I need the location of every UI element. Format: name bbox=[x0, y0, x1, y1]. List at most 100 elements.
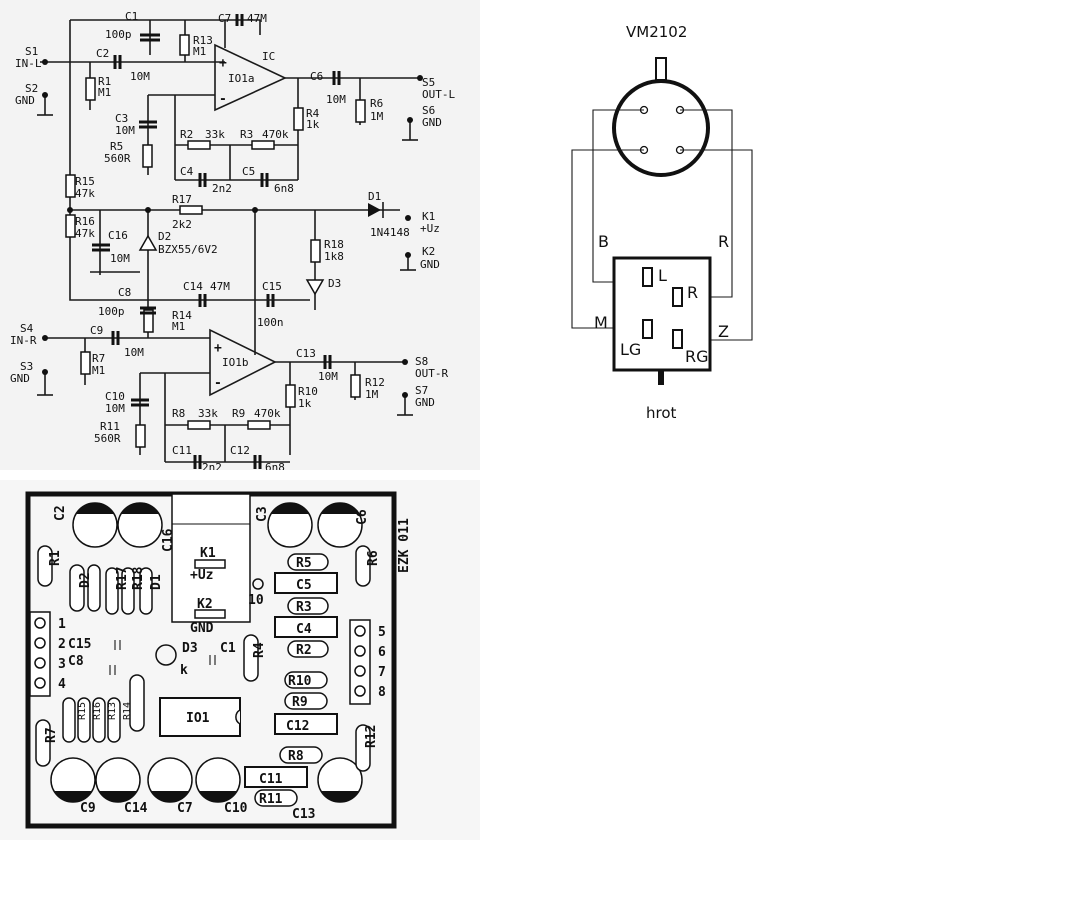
r18-resistor bbox=[310, 239, 321, 263]
c8-ref: C8 bbox=[118, 286, 131, 299]
c11-val: 2n2 bbox=[202, 461, 222, 470]
pcb-c11: C11 bbox=[259, 772, 283, 787]
r6-resistor bbox=[355, 99, 366, 123]
pcb-layout: K1 +Uz K2 GND 10 C2 C16 C3 C6 C9 C14 C7 … bbox=[0, 480, 480, 840]
k1-val: +Uz bbox=[420, 222, 440, 235]
pin-label-r: R bbox=[687, 283, 698, 302]
s7-ref: S7 bbox=[415, 384, 428, 397]
c9-val: 10M bbox=[124, 346, 144, 359]
wire-label-z: Z bbox=[718, 322, 729, 341]
pcb-left-header bbox=[29, 611, 51, 697]
pcb-drawing: K1 +Uz K2 GND 10 C2 C16 C3 C6 C9 C14 C7 … bbox=[25, 491, 412, 829]
c3-val: 10M bbox=[115, 124, 135, 137]
pcb-pin-8: 8 bbox=[378, 685, 386, 700]
pcb-r5: R5 bbox=[296, 556, 312, 571]
pcb-pin-5: 5 bbox=[378, 625, 386, 640]
pcb-k2-val: GND bbox=[190, 621, 214, 636]
c2-ref: C2 bbox=[96, 47, 109, 60]
amplifier-schematic: + - + - C1 100p C7 47M R13 M1 IC S1 IN-L… bbox=[0, 0, 480, 470]
r17-resistor bbox=[179, 205, 203, 215]
r9-val: 470k bbox=[254, 407, 281, 420]
pcb-cap-c7: C7 bbox=[177, 801, 193, 816]
r14-val: M1 bbox=[172, 320, 185, 333]
c13-val: 10M bbox=[318, 370, 338, 383]
r10-ref: R10 bbox=[298, 385, 318, 398]
pcb-c8: C8 bbox=[68, 654, 84, 669]
connector-plug-circle bbox=[612, 79, 710, 177]
pin-label-rg: RG bbox=[685, 347, 709, 366]
c6-val: 10M bbox=[326, 93, 346, 106]
r16-resistor bbox=[65, 214, 76, 238]
s1-val: IN-L bbox=[15, 57, 42, 70]
s5-ref: S5 bbox=[422, 76, 435, 89]
r5-val: 560R bbox=[104, 152, 131, 165]
connector-drawing: VM2102 B R M Z L R LG RG hrot bbox=[571, 23, 753, 422]
r9-resistor bbox=[247, 420, 271, 430]
r5-resistor bbox=[142, 144, 153, 168]
pcb-cap-c9: C9 bbox=[80, 801, 96, 816]
pcb-r12: R12 bbox=[364, 725, 379, 748]
pcb-c4: C4 bbox=[296, 622, 312, 637]
k1-ref: K1 bbox=[422, 210, 435, 223]
pcb-r14: R14 bbox=[122, 702, 133, 720]
pcb-k1-val: +Uz bbox=[190, 568, 213, 583]
connector-diagram: VM2102 B R M Z L R LG RG hrot bbox=[540, 0, 800, 440]
c15-ref: C15 bbox=[262, 280, 282, 293]
pcb-cap-c3: C3 bbox=[255, 506, 270, 522]
c13-ref: C13 bbox=[296, 347, 316, 360]
pcb-d1: D1 bbox=[149, 574, 164, 590]
r7-val: M1 bbox=[92, 364, 105, 377]
r3-resistor bbox=[251, 140, 275, 150]
c7-ref: C7 bbox=[218, 12, 231, 25]
wire-label-b: B bbox=[598, 232, 609, 251]
pcb-k-mark: k bbox=[180, 663, 188, 678]
c4-ref: C4 bbox=[180, 165, 194, 178]
pcb-pin-10: 10 bbox=[248, 593, 264, 608]
r11-ref: R11 bbox=[100, 420, 120, 433]
r15-ref: R15 bbox=[75, 175, 95, 188]
opamp-a-plus: + bbox=[219, 56, 227, 71]
s8-ref: S8 bbox=[415, 355, 428, 368]
r1-val: M1 bbox=[98, 86, 111, 99]
r1-ref: R1 bbox=[98, 75, 111, 88]
s2-val: GND bbox=[15, 94, 35, 107]
d3-ref: D3 bbox=[328, 277, 341, 290]
pcb-cap-c16: C16 bbox=[161, 528, 176, 552]
connector-pcb-box bbox=[612, 256, 712, 372]
r8-ref: R8 bbox=[172, 407, 185, 420]
io1a-label: IO1a bbox=[228, 72, 255, 85]
ic-type: IC bbox=[262, 50, 275, 63]
r15-resistor bbox=[65, 174, 76, 198]
c1-ref: C1 bbox=[125, 10, 138, 23]
connector-title: VM2102 bbox=[626, 23, 687, 41]
r3-val: 470k bbox=[262, 128, 289, 141]
s3-ref: S3 bbox=[20, 360, 33, 373]
pcb-pin-6: 6 bbox=[378, 645, 386, 660]
pcb-r7: R7 bbox=[44, 727, 59, 743]
r14-resistor bbox=[143, 309, 154, 333]
c5-val: 6n8 bbox=[274, 182, 294, 195]
pcb-r15: R15 bbox=[77, 702, 88, 720]
c4-val: 2n2 bbox=[212, 182, 232, 195]
opamp-b-symbol bbox=[209, 328, 277, 397]
pcb-r18: R18 bbox=[131, 566, 146, 590]
pcb-top-caps bbox=[72, 502, 363, 548]
c9-ref: C9 bbox=[90, 324, 103, 337]
pcb-cap-c13: C13 bbox=[292, 807, 315, 822]
pcb-d3: D3 bbox=[182, 641, 198, 656]
r15-val: 47k bbox=[75, 187, 95, 200]
r10-val: 1k bbox=[298, 397, 312, 410]
pcb-r11: R11 bbox=[259, 792, 283, 807]
pcb-cap-c2: C2 bbox=[53, 505, 68, 521]
c15-val: 100n bbox=[257, 316, 284, 329]
pin-label-l: L bbox=[658, 266, 667, 285]
pcb-r13: R13 bbox=[107, 702, 118, 720]
s3-val: GND bbox=[10, 372, 30, 385]
pcb-k2-ref: K2 bbox=[197, 597, 213, 612]
s6-ref: S6 bbox=[422, 104, 435, 117]
opamp-b-plus: + bbox=[214, 341, 222, 356]
d1-val: 1N4148 bbox=[370, 226, 410, 239]
r7-ref: R7 bbox=[92, 352, 105, 365]
pcb-board-label: EZK 011 bbox=[397, 518, 412, 573]
connector-bottom-label: hrot bbox=[646, 404, 677, 422]
